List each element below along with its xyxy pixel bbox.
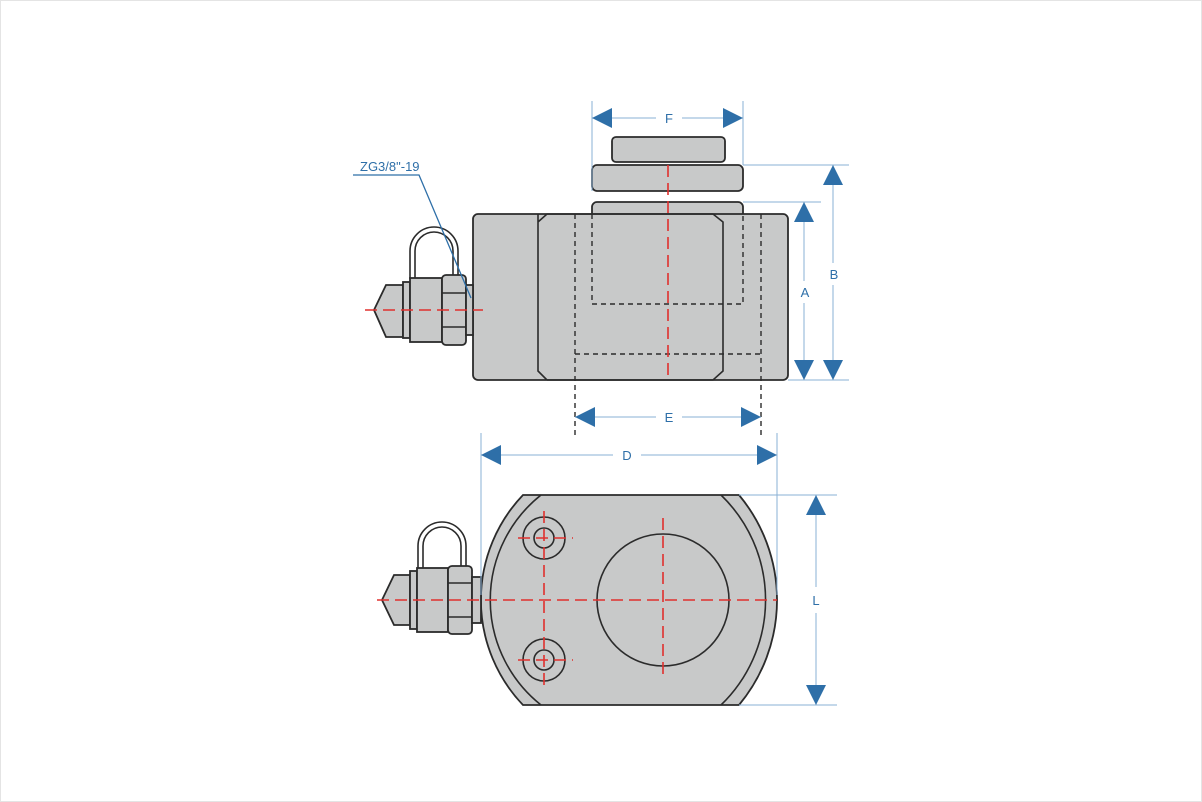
side-view: ZG3/8"-19 F E A B bbox=[353, 101, 849, 435]
coupler-side bbox=[373, 226, 474, 346]
dust-cap-loop-plan bbox=[417, 521, 467, 571]
dim-L-label: L bbox=[812, 593, 819, 608]
dim-E-label: E bbox=[665, 410, 674, 425]
body-chamfer bbox=[537, 213, 724, 381]
dim-D-arrow-right bbox=[757, 445, 777, 465]
hex-nut-facets bbox=[442, 292, 466, 328]
hidden-lines bbox=[574, 214, 762, 435]
dim-F-lines bbox=[591, 101, 744, 191]
dim-F-label: F bbox=[665, 111, 673, 126]
dim-A-label: A bbox=[801, 285, 810, 300]
dim-D-arrow-left bbox=[481, 445, 501, 465]
dim-A-arrow-top bbox=[794, 202, 814, 222]
dim-E-arrow-left bbox=[575, 407, 595, 427]
port-label: ZG3/8"-19 bbox=[360, 159, 420, 174]
nipple bbox=[465, 284, 474, 336]
saddle-top bbox=[611, 136, 726, 163]
dim-L-arrow-top bbox=[806, 495, 826, 515]
dim-F-arrow-left bbox=[592, 108, 612, 128]
dim-A-lines bbox=[743, 201, 849, 381]
dim-B-arrow-top bbox=[823, 165, 843, 185]
coupler-tip bbox=[373, 284, 404, 338]
dim-B-arrow-bottom bbox=[823, 360, 843, 380]
dim-B-label: B bbox=[830, 267, 839, 282]
dim-F-arrow-right bbox=[723, 108, 743, 128]
cylinder-body bbox=[472, 213, 789, 381]
dim-E-arrow-right bbox=[741, 407, 761, 427]
dim-L-lines bbox=[739, 494, 837, 706]
dim-A-arrow-bottom bbox=[794, 360, 814, 380]
dim-D-lines bbox=[480, 433, 778, 595]
port-leader-line bbox=[353, 174, 472, 299]
hex-nut-facets-plan bbox=[448, 582, 472, 618]
dust-cap-loop bbox=[409, 226, 459, 283]
coupler-plan bbox=[381, 521, 482, 635]
dim-L-arrow-bottom bbox=[806, 685, 826, 705]
plan-view: D L bbox=[377, 433, 837, 706]
dim-D-label: D bbox=[622, 448, 631, 463]
